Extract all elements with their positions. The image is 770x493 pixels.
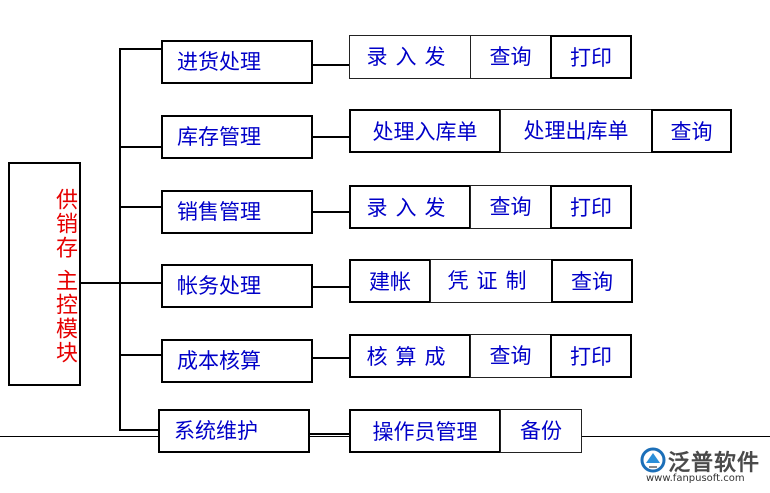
module-costing: 成本核算 — [161, 339, 313, 383]
action-cell: 打印 — [550, 334, 632, 378]
root-label: 供销存 主控模块 — [52, 187, 77, 365]
action-connector-5 — [313, 357, 350, 359]
module-system: 系统维护 — [158, 409, 310, 453]
action-cell: 操作员管理 — [349, 409, 501, 453]
root-node: 供销存 主控模块 — [8, 162, 81, 386]
action-cell: 处理入库单 — [349, 109, 501, 153]
module-purchase: 进货处理 — [161, 40, 313, 84]
logo-mark-icon — [640, 447, 666, 473]
action-cell: 查询 — [551, 259, 633, 303]
action-connector-2 — [313, 136, 350, 138]
action-connector-4 — [313, 286, 350, 288]
module-inventory: 库存管理 — [161, 115, 313, 159]
logo-url: www.fanpusoft.com — [646, 473, 745, 484]
action-cell: 查询 — [651, 109, 732, 153]
action-cell: 处理出库单 — [500, 109, 652, 153]
branch-line-6 — [119, 429, 161, 431]
logo-name: 泛普软件 — [668, 451, 761, 476]
module-label: 进货处理 — [177, 50, 261, 74]
action-connector-3 — [313, 211, 350, 213]
action-cell: 录入发 — [349, 185, 471, 229]
module-label: 系统维护 — [174, 419, 258, 443]
module-accounting: 帐务处理 — [161, 264, 313, 308]
action-cell: 录入发 — [349, 35, 471, 79]
module-label: 成本核算 — [177, 349, 261, 373]
module-label: 帐务处理 — [177, 274, 261, 298]
action-cell: 打印 — [550, 35, 632, 79]
branch-line-3 — [119, 206, 161, 208]
module-label: 库存管理 — [177, 125, 261, 149]
trunk-line — [119, 48, 121, 430]
module-label: 销售管理 — [177, 200, 261, 224]
action-cell: 核算成 — [349, 334, 471, 378]
root-connector — [81, 282, 121, 284]
branch-line-1 — [119, 48, 161, 50]
action-cell: 建帐 — [349, 259, 431, 303]
action-cell: 凭证制 — [430, 259, 552, 303]
action-cell: 查询 — [470, 334, 551, 378]
action-cell: 打印 — [550, 185, 632, 229]
action-cell: 备份 — [500, 409, 582, 453]
brand-logo: 泛普软件 www.fanpusoft.com — [640, 445, 765, 487]
module-sales: 销售管理 — [161, 190, 313, 234]
action-cell: 查询 — [470, 185, 551, 229]
branch-line-5 — [119, 354, 161, 356]
branch-line-4 — [119, 282, 161, 284]
action-cell: 查询 — [470, 35, 551, 79]
branch-line-2 — [119, 146, 161, 148]
action-connector-6 — [310, 433, 350, 435]
action-connector-1 — [313, 64, 350, 66]
